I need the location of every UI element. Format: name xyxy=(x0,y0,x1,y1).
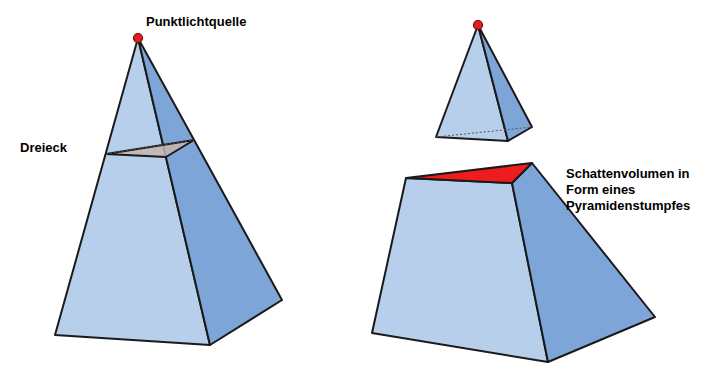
point-light xyxy=(474,21,483,30)
right-pyramid-top xyxy=(436,25,532,141)
hidden-edge xyxy=(436,127,532,137)
light-label: Punktlichtquelle xyxy=(146,14,306,30)
point-light xyxy=(134,34,143,43)
hidden-edge xyxy=(106,140,194,154)
shadow-top-triangle xyxy=(406,163,532,183)
pyramid-face xyxy=(478,25,532,141)
section-triangle xyxy=(106,140,194,157)
triangle-label: Dreieck xyxy=(20,140,100,156)
left-pyramid xyxy=(55,38,282,345)
pyramid-face xyxy=(138,38,282,345)
shadow-label: Schattenvolumen in Form eines Pyramidens… xyxy=(566,166,706,214)
